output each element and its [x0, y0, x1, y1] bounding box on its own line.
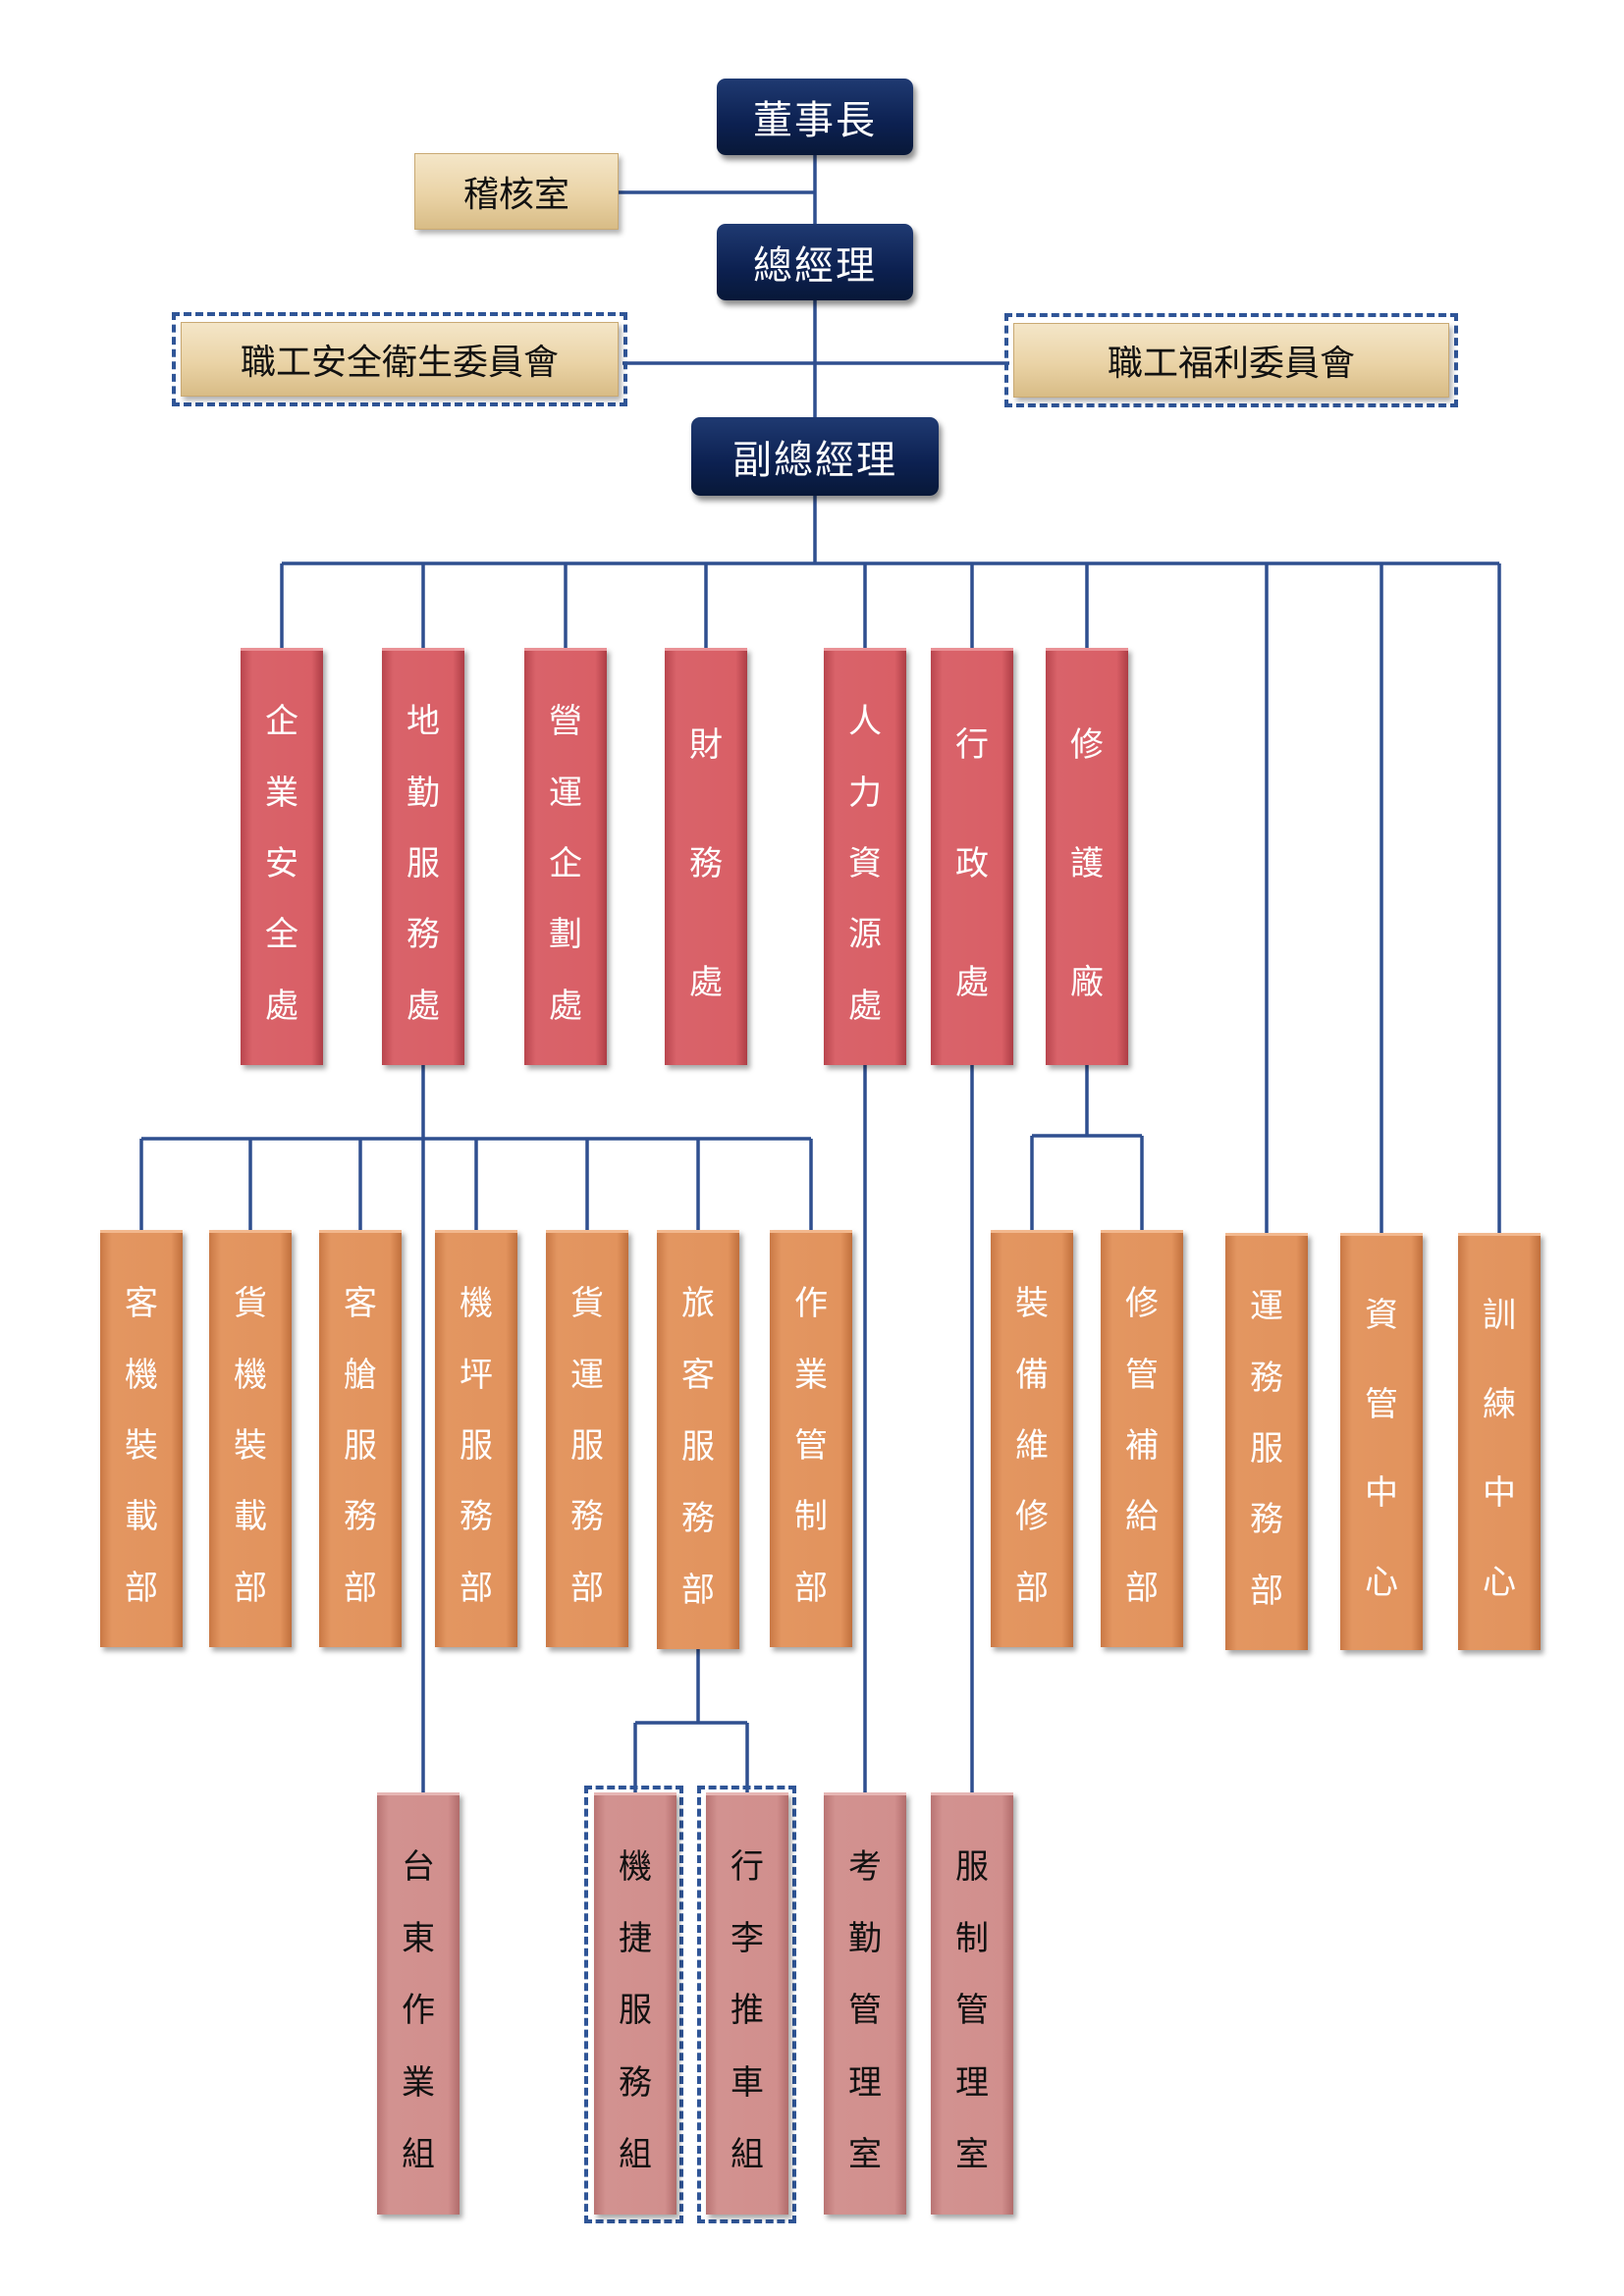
- dept-cargo-aircraft-loading[interactable]: 貨 機 裝 載 部: [209, 1230, 292, 1647]
- passenger-services-branch: [633, 1649, 749, 1792]
- dept-passenger-services[interactable]: 旅 客 服 務 部: [657, 1230, 739, 1649]
- general-manager-box[interactable]: 總經理: [717, 224, 913, 300]
- audit-office-label: 稽核室: [462, 175, 569, 215]
- unit-taitung-operations[interactable]: 台 東 作 業 組: [377, 1792, 460, 2215]
- dept-equipment-maintenance[interactable]: 裝 備 維 修 部: [991, 1230, 1073, 1647]
- division-operations-planning[interactable]: 營 運 企 劃 處: [524, 648, 607, 1065]
- baggage-cart-dashed-frame: [697, 1786, 796, 2223]
- dept-information-management-center[interactable]: 資 管 中 心: [1340, 1233, 1423, 1650]
- dept-passenger-aircraft-loading[interactable]: 客 機 裝 載 部: [100, 1230, 183, 1647]
- division-maintenance-plant[interactable]: 修 護 廠: [1046, 648, 1128, 1065]
- audit-office-box[interactable]: 稽核室: [414, 153, 619, 230]
- unit-baggage-cart[interactable]: 行 李 推 車 組: [706, 1792, 788, 2215]
- dept-cabin-services[interactable]: 客 艙 服 務 部: [319, 1230, 402, 1647]
- division-administration[interactable]: 行 政 處: [931, 648, 1013, 1065]
- division-finance[interactable]: 財 務 處: [665, 648, 747, 1065]
- welfare-committee-dashed-frame: [1004, 313, 1458, 407]
- division-corporate-safety[interactable]: 企 業 安 全 處: [241, 648, 323, 1065]
- chairman-box[interactable]: 董事長: [717, 79, 913, 155]
- chairman-label: 董事長: [753, 98, 877, 143]
- division-human-resources[interactable]: 人 力 資 源 處: [824, 648, 906, 1065]
- deputy-gm-box[interactable]: 副總經理: [691, 417, 939, 496]
- safety-committee-label: 職工安全衛生委員會: [240, 343, 559, 383]
- unit-airport-mrt-services[interactable]: 機 捷 服 務 組: [594, 1792, 677, 2215]
- unit-attendance-management[interactable]: 考 勤 管 理 室: [824, 1792, 906, 2215]
- division-ground-services[interactable]: 地 勤 服 務 處: [382, 648, 464, 1065]
- dept-training-center[interactable]: 訓 練 中 心: [1458, 1233, 1541, 1650]
- dept-apron-services[interactable]: 機 坪 服 務 部: [435, 1230, 517, 1647]
- safety-committee-box[interactable]: 職工安全衛生委員會: [181, 322, 619, 397]
- dept-cargo-services[interactable]: 貨 運 服 務 部: [546, 1230, 628, 1647]
- safety-committee-dashed-frame: [172, 312, 627, 406]
- welfare-committee-label: 職工福利委員會: [1107, 344, 1355, 384]
- dept-operations-control[interactable]: 作 業 管 制 部: [770, 1230, 852, 1647]
- mrt-services-dashed-frame: [584, 1786, 683, 2223]
- dept-traffic-services[interactable]: 運 務 服 務 部: [1225, 1233, 1308, 1650]
- dept-maintenance-supply[interactable]: 修 管 補 給 部: [1101, 1230, 1183, 1647]
- welfare-committee-box[interactable]: 職工福利委員會: [1013, 323, 1449, 398]
- unit-uniform-management[interactable]: 服 制 管 理 室: [931, 1792, 1013, 2215]
- deputy-gm-label: 副總經理: [732, 438, 897, 483]
- general-manager-label: 總經理: [753, 243, 877, 289]
- maintenance-branch: [1030, 1065, 1144, 1230]
